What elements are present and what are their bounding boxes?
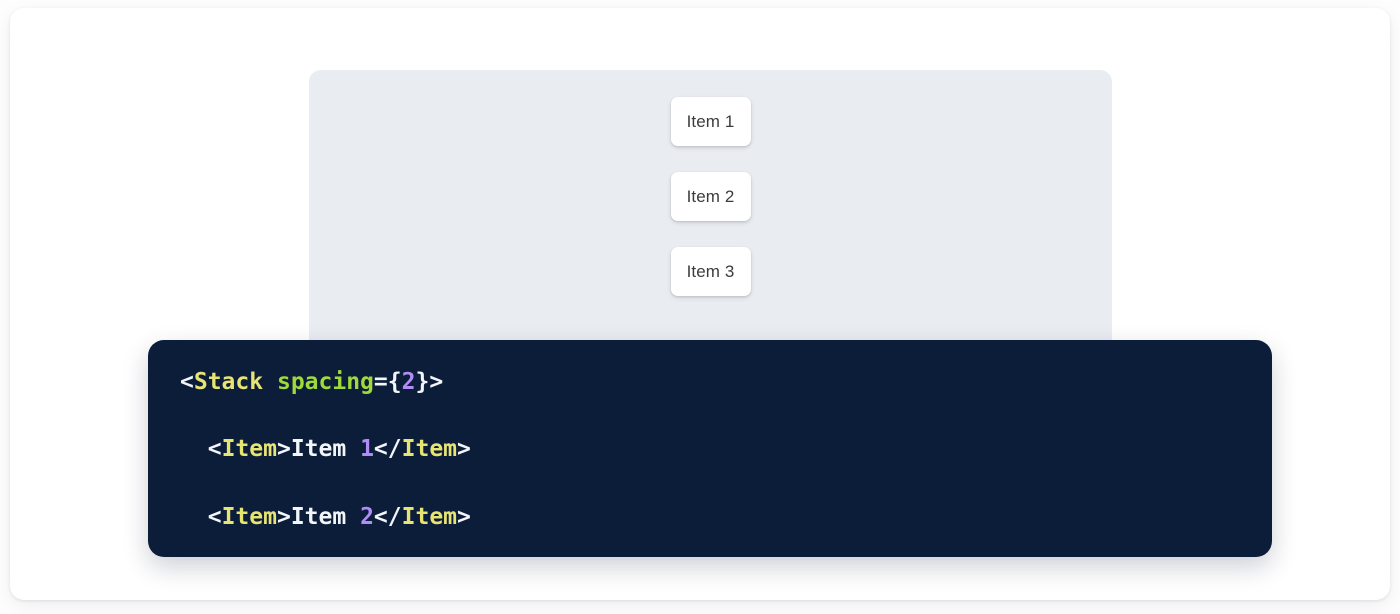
- code-token-punct: <: [180, 369, 194, 395]
- code-token-tag: Stack: [193, 369, 264, 395]
- stack-item[interactable]: Item 2: [670, 172, 751, 221]
- stack-item[interactable]: Item 1: [670, 97, 751, 146]
- code-line: <Item>Item 1</Item>: [180, 433, 1248, 467]
- code-token-punct: >: [457, 503, 471, 530]
- code-line: <Item>Item 2</Item>: [180, 501, 1248, 535]
- code-token-tag: Item: [221, 503, 277, 530]
- code-snippet-panel[interactable]: <Stack spacing={2}> <Item>Item 1</Item> …: [148, 340, 1272, 557]
- code-token-num: 2: [360, 503, 374, 530]
- code-snippet-text: <Stack spacing={2}> <Item>Item 1</Item> …: [180, 366, 1248, 557]
- code-token-punct: >: [276, 503, 291, 530]
- code-token-text: Item: [290, 503, 361, 530]
- code-token-punct: <: [207, 503, 222, 530]
- code-indent: [180, 504, 208, 530]
- code-token-punct: >: [457, 436, 471, 463]
- code-token-text: [263, 369, 277, 395]
- stack-item[interactable]: Item 3: [670, 247, 751, 296]
- code-token-punct: ={: [373, 369, 402, 395]
- code-token-tag: Item: [401, 436, 458, 463]
- stack-container: Item 1 Item 2 Item 3: [309, 97, 1112, 296]
- code-indent: [180, 436, 208, 462]
- code-token-tag: Item: [221, 436, 277, 463]
- code-token-punct: >: [276, 436, 291, 463]
- code-token-punct: </: [373, 436, 402, 463]
- code-token-punct: </: [373, 503, 402, 530]
- code-token-num: 2: [401, 369, 416, 395]
- code-token-tag: Item: [401, 503, 458, 530]
- code-token-punct: }>: [415, 369, 444, 395]
- code-token-num: 1: [360, 436, 374, 463]
- code-token-text: Item: [290, 436, 361, 463]
- code-token-attr: spacing: [276, 369, 374, 395]
- code-line: <Stack spacing={2}>: [180, 366, 1248, 400]
- code-token-punct: <: [207, 436, 222, 463]
